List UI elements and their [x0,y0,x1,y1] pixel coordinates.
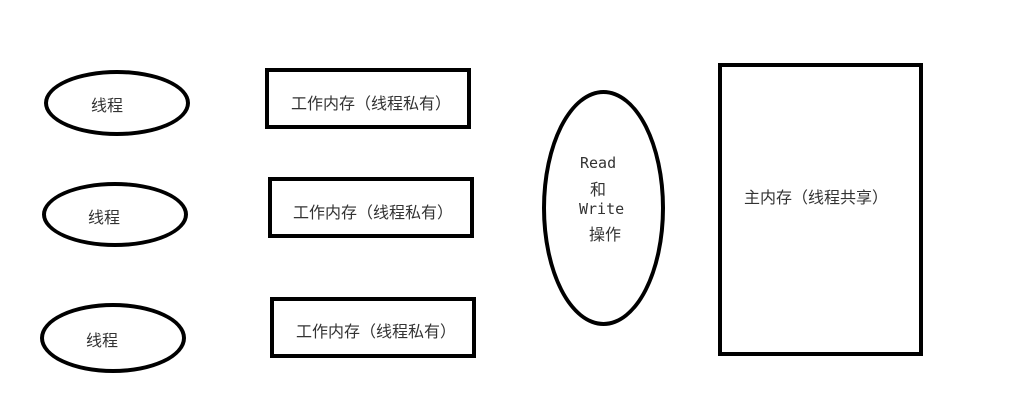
operation-and-label: 和 [590,180,607,199]
main-memory-box [718,63,923,356]
operation-read-label: Read [580,154,617,172]
thread-node-3 [40,303,186,373]
working-memory-label-1: 工作内存（线程私有） [291,94,452,113]
read-write-operation-node [542,90,665,326]
working-memory-box-1 [265,68,471,129]
thread-node-2 [42,182,188,247]
thread-label-2: 线程 [88,208,121,227]
working-memory-box-3 [270,297,476,358]
working-memory-box-2 [268,177,474,238]
thread-label-1: 线程 [91,96,124,115]
thread-node-1 [44,70,190,136]
working-memory-label-3: 工作内存（线程私有） [296,322,457,341]
main-memory-label: 主内存（线程共享） [744,188,889,207]
thread-label-3: 线程 [86,331,119,350]
working-memory-label-2: 工作内存（线程私有） [293,203,454,222]
operation-write-label: Write [579,200,625,218]
operation-op-label: 操作 [589,225,622,244]
